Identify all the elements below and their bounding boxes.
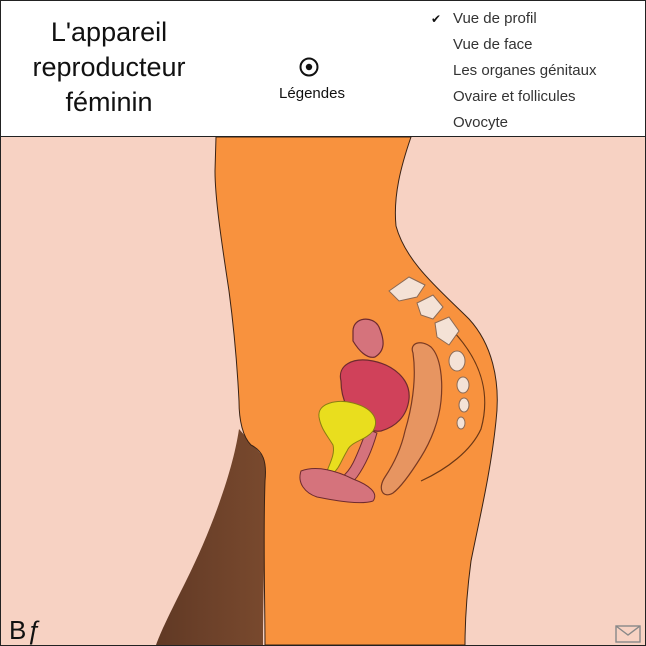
menu-item-ovaire-follicules[interactable]: Ovaire et follicules [425, 87, 635, 113]
vulva [299, 468, 376, 504]
menu-item-label: Les organes génitaux [453, 62, 597, 79]
title-line-2: reproducteur [32, 52, 186, 82]
menu-item-label: Ovaire et follicules [453, 88, 576, 105]
bladder [318, 401, 376, 474]
menu-item-ovocyte[interactable]: Ovocyte [425, 113, 635, 139]
rectum [380, 342, 443, 496]
menu-item-vue-de-profil[interactable]: ✔ Vue de profil [425, 9, 635, 35]
sacrum-bone-2 [416, 294, 444, 320]
view-menu: ✔ Vue de profil Vue de face Les organes … [425, 9, 635, 139]
menu-item-organes-genitaux[interactable]: Les organes génitaux [425, 61, 635, 87]
menu-item-label: Vue de face [453, 36, 533, 53]
radio-target-icon [299, 57, 319, 77]
anatomy-illustration [1, 137, 645, 645]
back-thigh [156, 429, 267, 645]
title-line-1: L'appareil [50, 17, 168, 47]
sacrum-bone-5 [456, 376, 470, 394]
sacrum-bone-6 [458, 397, 470, 413]
menu-item-label: Ovocyte [453, 114, 509, 131]
title-line-3: féminin [65, 87, 153, 117]
menu-item-label: Vue de profil [453, 10, 537, 27]
envelope-icon[interactable] [615, 625, 641, 643]
gluteal-line [420, 330, 486, 482]
legend-toggle-label: Légendes [279, 85, 345, 102]
sacrum-bone-7 [456, 416, 466, 430]
sacrum-bones [388, 276, 470, 430]
fallopian-tube [352, 318, 384, 358]
sacrum-bone-1 [388, 276, 426, 302]
brand-logo: Bƒ [9, 615, 43, 645]
check-icon: ✔ [431, 12, 442, 26]
sacrum-bone-4 [448, 350, 466, 372]
page-title: L'appareil reproducteur féminin [11, 15, 207, 120]
sacrum-bone-3 [434, 316, 460, 346]
menu-item-vue-de-face[interactable]: Vue de face [425, 35, 635, 61]
legend-toggle-button[interactable]: Légendes [269, 53, 355, 107]
header-panel: L'appareil reproducteur féminin Légendes… [1, 1, 645, 137]
